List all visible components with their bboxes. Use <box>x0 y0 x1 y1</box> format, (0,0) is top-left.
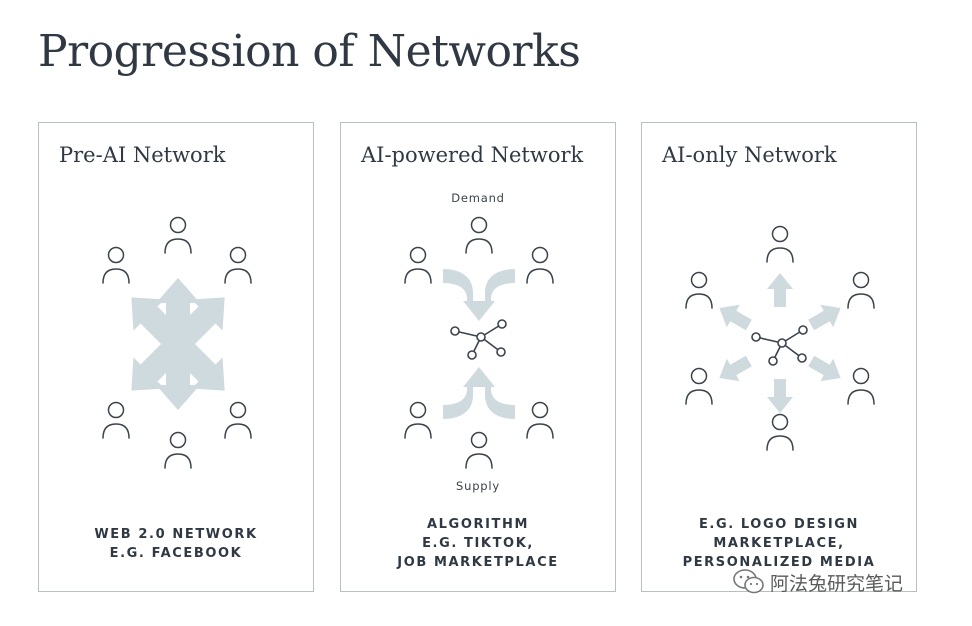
person-icon <box>685 367 713 405</box>
panel-ai-powered: AI-powered Network Demand Supply A <box>340 122 616 592</box>
person-icon <box>766 225 794 263</box>
person-icon <box>224 401 252 439</box>
panel-caption: E.G. LOGO DESIGN MARKETPLACE, PERSONALIZ… <box>682 517 876 570</box>
supply-label: Supply <box>456 479 500 493</box>
person-icon <box>847 367 875 405</box>
arrow-diag-4 <box>131 335 187 391</box>
person-icon <box>404 401 432 439</box>
person-icon <box>465 431 493 469</box>
panel-pre-ai: Pre-AI Network WEB 2.0 NETWORK E.G. FACE… <box>38 122 314 592</box>
demand-label: Demand <box>451 191 505 205</box>
outward-arrow <box>719 355 752 382</box>
watermark-text: 阿法兔研究笔记 <box>770 572 904 595</box>
panel-title: AI-powered Network <box>361 143 584 167</box>
panel-ai-only: AI-only Network <box>641 122 917 592</box>
merge-arrow-up <box>443 367 515 419</box>
pre-ai-diagram <box>102 216 252 469</box>
outward-arrow <box>767 379 793 413</box>
person-icon <box>164 216 192 254</box>
merge-arrow-down <box>443 269 515 321</box>
ai-only-diagram <box>685 225 875 451</box>
algorithm-hub-icon <box>751 325 808 366</box>
algorithm-hub-icon <box>450 319 507 360</box>
arrow-diag-2 <box>169 297 225 353</box>
person-icon <box>685 271 713 309</box>
person-icon <box>526 246 554 284</box>
outward-arrow <box>808 355 841 382</box>
person-icon <box>102 246 130 284</box>
person-icon <box>847 271 875 309</box>
person-icon <box>465 216 493 254</box>
outward-arrow <box>808 304 841 331</box>
person-icon <box>224 246 252 284</box>
ai-powered-diagram <box>404 216 554 469</box>
watermark: 阿法兔研究笔记 <box>732 568 903 596</box>
person-icon <box>164 431 192 469</box>
panel-caption: ALGORITHM E.G. TIKTOK, JOB MARKETPLACE <box>397 517 559 570</box>
person-icon <box>102 401 130 439</box>
person-icon <box>526 401 554 439</box>
panel-caption: WEB 2.0 NETWORK E.G. FACEBOOK <box>94 527 258 561</box>
panel-title: Pre-AI Network <box>59 143 226 167</box>
page-title: Progression of Networks <box>38 26 581 77</box>
outward-arrow <box>767 273 793 307</box>
person-icon <box>404 246 432 284</box>
panel-title: AI-only Network <box>662 143 837 167</box>
wechat-icon <box>733 569 764 594</box>
outward-arrow <box>719 304 752 331</box>
person-icon <box>766 413 794 451</box>
